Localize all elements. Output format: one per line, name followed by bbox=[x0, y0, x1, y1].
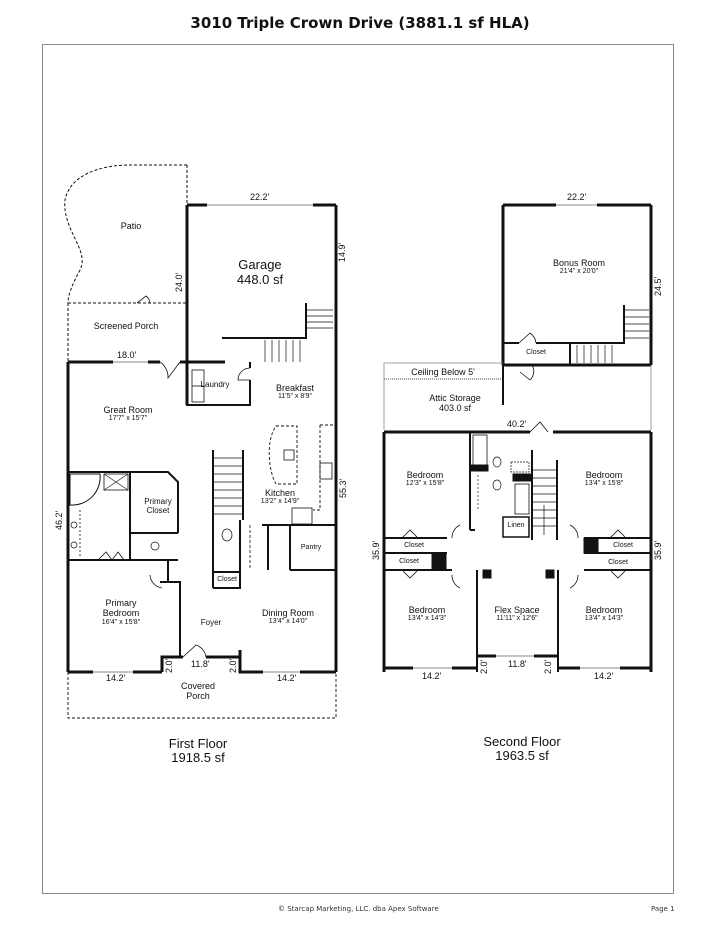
room-bedroom-se: Bedroom 13'4" x 14'3" bbox=[585, 605, 623, 623]
kitchen-dim: 13'2" x 14'9" bbox=[260, 498, 300, 506]
great-room-dim: 17'7" x 15'7" bbox=[108, 415, 148, 423]
room-garage: Garage 448.0 sf bbox=[236, 257, 284, 288]
room-kitchen: Kitchen 13'2" x 14'9" bbox=[261, 488, 299, 506]
bedroom-ne-label: Bedroom bbox=[585, 470, 623, 480]
first-floor-area: 1918.5 sf bbox=[171, 750, 225, 766]
dim-recess-right-2: 2.0' bbox=[543, 659, 553, 674]
bedroom-se-label: Bedroom bbox=[585, 605, 623, 615]
ceiling-below-note: Ceiling Below 5' bbox=[411, 367, 475, 377]
room-screened-porch: Screened Porch bbox=[93, 321, 159, 331]
dining-room-dim: 13'4" x 14'0" bbox=[268, 618, 308, 626]
breakfast-label: Breakfast bbox=[275, 383, 315, 393]
room-closet-4: Closet bbox=[608, 559, 628, 566]
room-bedroom-sw: Bedroom 13'4" x 14'3" bbox=[408, 605, 446, 623]
room-foyer: Foyer bbox=[200, 618, 222, 627]
room-bonus-closet: Closet bbox=[526, 349, 546, 356]
copyright-text: © Starcap Marketing, LLC. dba Apex Softw… bbox=[278, 905, 439, 913]
page-number: Page 1 bbox=[651, 905, 675, 913]
second-floor-label: Second Floor bbox=[483, 734, 561, 749]
flex-space-dim: 11'11" x 12'6" bbox=[496, 615, 538, 623]
plan-frame bbox=[42, 44, 674, 894]
bonus-room-label: Bonus Room bbox=[552, 258, 606, 268]
dim-recess-right: 2.0' bbox=[228, 658, 238, 673]
breakfast-dim: 11'5" x 8'9" bbox=[278, 393, 312, 401]
second-floor-caption: Second Floor 1963.5 sf bbox=[483, 734, 561, 764]
bedroom-sw-dim: 13'4" x 14'3" bbox=[407, 615, 447, 623]
kitchen-label: Kitchen bbox=[264, 488, 296, 498]
room-great-room: Great Room 17'7" x 15'7" bbox=[103, 405, 152, 423]
flex-space-label: Flex Space bbox=[494, 605, 540, 615]
attic-storage-label: Attic Storage bbox=[429, 393, 481, 403]
bedroom-nw-dim: 12'3" x 15'8" bbox=[405, 480, 445, 488]
bedroom-ne-dim: 13'4" x 15'8" bbox=[584, 480, 624, 488]
dim-side-depth-right: 35.9' bbox=[653, 540, 663, 560]
bedroom-se-dim: 13'4" x 14'3" bbox=[584, 615, 624, 623]
primary-bedroom-dim: 16'4" x 15'8" bbox=[101, 618, 141, 626]
dim-front-center-2: 11.8' bbox=[508, 659, 527, 669]
room-patio: Patio bbox=[120, 221, 142, 231]
primary-bedroom-label: Primary Bedroom bbox=[102, 598, 140, 619]
room-bedroom-ne: Bedroom 13'4" x 15'8" bbox=[585, 470, 623, 488]
room-breakfast: Breakfast 11'5" x 8'9" bbox=[276, 383, 314, 401]
dim-recess-left-2: 2.0' bbox=[479, 659, 489, 674]
dim-garage-width: 22.2' bbox=[250, 192, 270, 202]
first-floor-caption: First Floor 1918.5 sf bbox=[168, 736, 228, 766]
room-covered-porch: Covered Porch bbox=[180, 681, 216, 702]
room-primary-closet: Primary Closet bbox=[144, 497, 172, 516]
dim-front-left-2: 14.2' bbox=[422, 671, 442, 681]
dim-recess-left: 2.0' bbox=[164, 658, 174, 673]
room-pantry: Pantry bbox=[300, 544, 322, 551]
dim-overall-depth: 55.3' bbox=[338, 478, 348, 498]
room-closet-2: Closet bbox=[399, 558, 419, 565]
bonus-room-dim: 21'4" x 20'0" bbox=[559, 268, 599, 276]
room-flex-space: Flex Space 11'11" x 12'6" bbox=[494, 605, 539, 623]
dim-porch-width: 18.0' bbox=[117, 350, 137, 360]
room-attic-storage: Attic Storage 403.0 sf bbox=[429, 393, 481, 414]
dim-left-depth: 46.2' bbox=[54, 510, 64, 530]
first-floor-label: First Floor bbox=[168, 736, 228, 751]
page-title: 3010 Triple Crown Drive (3881.1 sf HLA) bbox=[190, 14, 530, 32]
great-room-label: Great Room bbox=[103, 405, 153, 415]
dim-side-depth-left: 35.9' bbox=[371, 540, 381, 560]
dining-room-label: Dining Room bbox=[261, 608, 315, 618]
dim-front-right: 14.2' bbox=[277, 673, 297, 683]
room-bonus-room: Bonus Room 21'4" x 20'0" bbox=[553, 258, 605, 276]
dim-front-center: 11.8' bbox=[191, 659, 210, 669]
bedroom-sw-label: Bedroom bbox=[408, 605, 446, 615]
garage-area: 448.0 sf bbox=[236, 271, 284, 287]
dim-bonus-width: 22.2' bbox=[567, 192, 587, 202]
room-closet-1: Closet bbox=[404, 542, 424, 549]
room-dining-room: Dining Room 13'4" x 14'0" bbox=[262, 608, 314, 626]
dim-overall-width: 40.2' bbox=[507, 419, 527, 429]
room-bedroom-nw: Bedroom 12'3" x 15'8" bbox=[406, 470, 444, 488]
room-primary-bedroom: Primary Bedroom 16'4" x 15'8" bbox=[91, 598, 151, 627]
garage-label: Garage bbox=[238, 257, 282, 272]
room-closet-3: Closet bbox=[613, 542, 633, 549]
dim-garage-depth: 14.9' bbox=[337, 242, 347, 262]
room-laundry: Laundry bbox=[200, 380, 230, 389]
attic-storage-area: 403.0 sf bbox=[438, 403, 472, 414]
bedroom-nw-label: Bedroom bbox=[406, 470, 444, 480]
room-closet: Closet bbox=[217, 576, 237, 583]
room-linen: Linen bbox=[507, 522, 525, 529]
dim-front-right-2: 14.2' bbox=[594, 671, 614, 681]
dim-front-left: 14.2' bbox=[106, 673, 126, 683]
dim-bonus-depth: 24.5' bbox=[653, 276, 663, 296]
second-floor-area: 1963.5 sf bbox=[495, 748, 549, 764]
dim-patio-depth: 24.0' bbox=[174, 272, 184, 292]
